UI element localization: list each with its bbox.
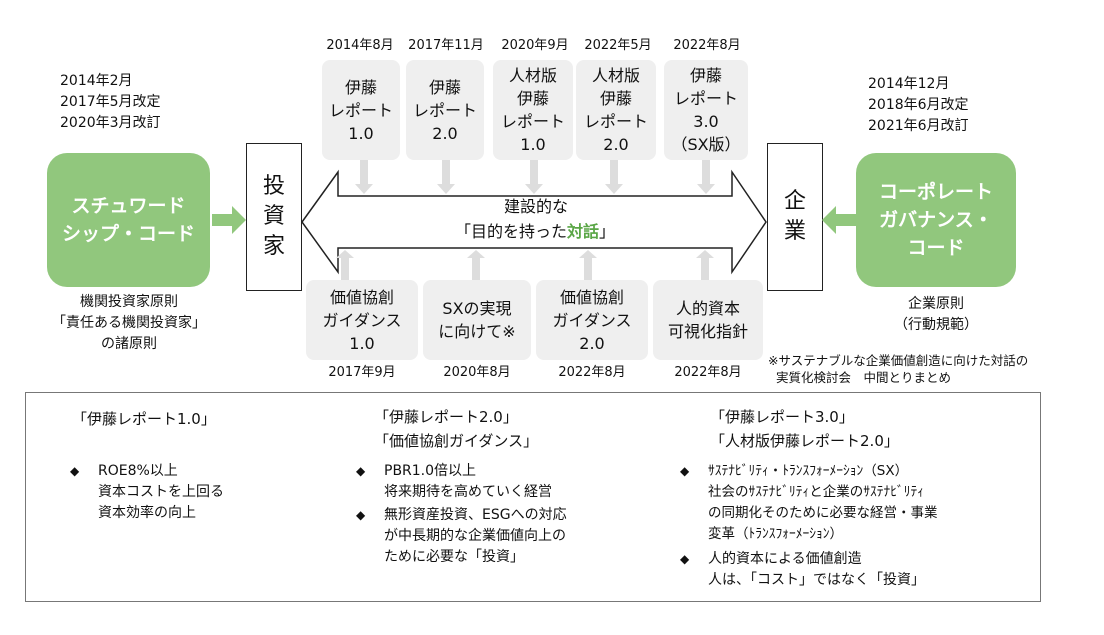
human-capital-visualization-box: 人的資本 可視化指針	[653, 280, 763, 360]
diamond-bullet-icon: ◆	[356, 508, 366, 522]
ito-report-3-box: 伊藤 レポート 3.0 （SX版）	[664, 60, 748, 160]
down-arrow-icon	[437, 160, 455, 194]
investor-label: 投資家	[262, 174, 285, 259]
bullet-text: ｻｽﾃﾅﾋﾞﾘﾃｨ・ﾄﾗﾝｽﾌｫｰﾒｰｼｮﾝ（SX） 社会のｻｽﾃﾅﾋﾞﾘﾃｨと…	[708, 463, 938, 542]
down-arrow-icon	[605, 160, 623, 194]
dialogue-highlight: 対話	[566, 222, 599, 241]
bottom-item-date: 2022年8月	[558, 365, 626, 380]
bottom-item-date: 2022年8月	[674, 365, 742, 380]
bullet-text: ROE8%以上 資本コストを上回る 資本効率の向上	[98, 463, 224, 521]
sx-realization-box: SXの実現 に向けて※	[423, 280, 531, 360]
dialogue-suffix: 」	[599, 222, 616, 241]
bottom-connector-arrows	[336, 250, 714, 280]
investor-box: 投資家	[246, 143, 302, 291]
up-arrow-icon	[336, 250, 354, 280]
diamond-bullet-icon: ◆	[680, 552, 690, 566]
down-arrow-icon	[697, 160, 715, 194]
ito-report-2-box: 伊藤 レポート 2.0	[406, 60, 484, 160]
governance-dates: 2014年12月 2018年6月改定 2021年6月改訂	[868, 76, 969, 134]
up-arrow-icon	[696, 250, 714, 280]
green-arrow-left-icon	[822, 206, 856, 234]
green-arrow-right-icon	[212, 206, 246, 234]
value-creation-guidance-1-box: 価値協創 ガイダンス 1.0	[306, 280, 418, 360]
summary-col2-title: 「伊藤レポート2.0」 「価値協創ガイダンス」	[374, 408, 539, 450]
stewardship-code-box: スチュワード シップ・コード	[47, 153, 210, 287]
governance-caption: 企業原則 （行動規範）	[894, 296, 978, 333]
top-connector-arrows	[355, 160, 715, 194]
ito-report-1-box: 伊藤 レポート 1.0	[322, 60, 400, 160]
up-arrow-icon	[467, 250, 485, 280]
dialogue-line1: 建設的な	[503, 197, 568, 216]
company-label: 企業	[783, 189, 806, 244]
top-item-date: 2020年9月	[501, 38, 569, 53]
diamond-bullet-icon: ◆	[356, 464, 366, 478]
stewardship-dates: 2014年2月 2017年5月改定 2020年3月改訂	[60, 73, 161, 131]
top-item-date: 2017年11月	[408, 38, 484, 53]
bullet-text: 無形資産投資、ESGへの対応 が中長期的な企業価値向上の ために必要な「投資」	[384, 507, 567, 565]
dialogue-prefix: 「目的を持った	[454, 222, 567, 241]
summary-panel: 「伊藤レポート1.0」 ◆ ROE8%以上 資本コストを上回る 資本効率の向上 …	[25, 392, 1041, 602]
dialogue-double-arrow	[301, 169, 767, 275]
top-item-date: 2022年8月	[673, 38, 741, 53]
bullet-text: PBR1.0倍以上 将来期待を高めていく経営	[384, 463, 552, 500]
summary-col1-title: 「伊藤レポート1.0」	[72, 410, 216, 428]
diamond-bullet-icon: ◆	[70, 464, 80, 478]
governance-code-box: コーポレート ガバナンス・ コード	[856, 153, 1016, 287]
diamond-bullet-icon: ◆	[680, 464, 690, 478]
jinzai-ito-report-2-box: 人材版 伊藤 レポート 2.0	[576, 60, 656, 160]
top-item-date: 2014年8月	[326, 38, 394, 53]
summary-col3-title: 「伊藤レポート3.0」 「人材版伊藤レポート2.0」	[710, 408, 899, 450]
bottom-item-date: 2017年9月	[328, 365, 396, 380]
dialogue-line2: 「目的を持った対話」	[400, 221, 670, 243]
down-arrow-icon	[355, 160, 373, 194]
company-box: 企業	[767, 143, 823, 291]
down-arrow-icon	[525, 160, 543, 194]
stewardship-caption: 機関投資家原則 「責任ある機関投資家」 の諸原則	[52, 294, 206, 352]
bottom-item-date: 2020年8月	[443, 365, 511, 380]
bullet-text: 人的資本による価値創造 人は、「コスト」ではなく「投資」	[708, 551, 925, 588]
footnote: ※サステナブルな企業価値創造に向けた対話の 実質化検討会 中間とりまとめ	[768, 353, 1029, 385]
jinzai-ito-report-1-box: 人材版 伊藤 レポート 1.0	[493, 60, 573, 160]
value-creation-guidance-2-box: 価値協創 ガイダンス 2.0	[536, 280, 648, 360]
top-item-date: 2022年5月	[584, 38, 652, 53]
up-arrow-icon	[579, 250, 597, 280]
